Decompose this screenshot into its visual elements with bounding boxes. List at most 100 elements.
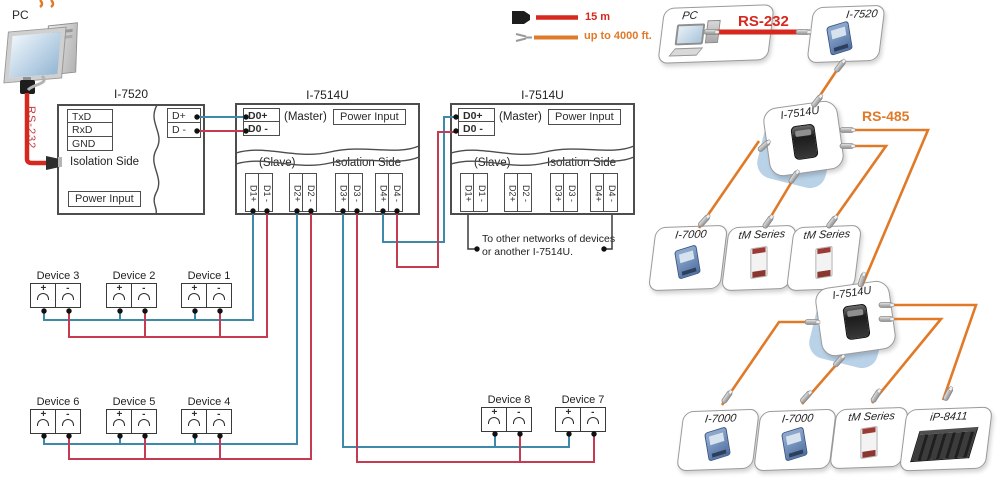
terminal-d4-minus: D4 - — [603, 173, 618, 212]
topology-i7000-card-2: I-7000 — [676, 408, 760, 472]
legend-red-cable-icon — [512, 11, 578, 24]
i7520-power-label: Power Input — [68, 191, 141, 207]
topology-rs232-label: RS-232 — [738, 13, 789, 30]
device-4: Device 4 +- — [181, 396, 235, 434]
tm-module-icon — [750, 245, 768, 280]
card-label: I-7000 — [781, 412, 815, 426]
i7520-module-icon — [826, 20, 853, 56]
m1-pair-d1: D1+ D1 - — [244, 173, 273, 212]
device-label: Device 1 — [187, 270, 231, 282]
plus-terminal: + — [565, 407, 572, 418]
m2-master-label: (Master) — [499, 111, 542, 123]
m2-pair-d1: D1+ D1 - — [459, 173, 488, 212]
m1-pair-d3: D3+ D3 - — [334, 173, 363, 212]
plus-terminal: + — [491, 407, 498, 418]
topology-hub2-label: I-7514U — [831, 284, 873, 302]
topology-tm-card-3: tM Series — [829, 406, 909, 470]
screw-terminal-icon — [37, 293, 50, 300]
hub-card: I-7514U — [761, 99, 846, 178]
plus-terminal: + — [40, 409, 47, 420]
terminal-d3-minus: D3 - — [563, 173, 578, 212]
ip8411-module-icon — [910, 426, 979, 463]
plus-terminal: + — [40, 283, 47, 294]
screw-terminal-icon — [212, 293, 225, 300]
minus-terminal: - — [217, 283, 221, 294]
minus-terminal: - — [142, 409, 146, 420]
terminal-d0-plus: D0+ — [243, 107, 280, 123]
terminal-d3-minus: D3 - — [348, 173, 363, 212]
device-1: Device 1 + - — [181, 270, 235, 308]
minus-terminal: - — [591, 407, 595, 418]
m2-pair-d4: D4+ D4 - — [589, 173, 618, 212]
card-label: tM Series — [847, 410, 896, 424]
screw-terminal-icon — [212, 419, 225, 426]
rs232-vertical-label: RS-232 — [25, 106, 37, 150]
card-label: iP-8411 — [929, 410, 969, 424]
terminal-d2-minus: D2 - — [517, 173, 532, 212]
topology-i7000-card-3: I-7000 — [753, 408, 837, 472]
screw-terminal-icon — [488, 417, 501, 424]
i7514u-module-icon — [790, 123, 819, 161]
pc-label: PC — [12, 8, 29, 22]
card-label: I-7000 — [704, 412, 738, 426]
device-label: Device 8 — [487, 394, 531, 406]
topology-tm-card-2: tM Series — [785, 224, 863, 292]
terminal-d0-minus: D0 - — [458, 121, 495, 136]
m1-slave-label: (Slave) — [259, 157, 296, 169]
legend-red-cable-length: 15 m — [585, 11, 611, 23]
m1-master-label: (Master) — [284, 111, 327, 123]
m2-slave-label: (Slave) — [474, 157, 511, 169]
device-5: Device 5 + - — [106, 396, 160, 434]
plus-terminal: + — [191, 409, 198, 420]
tm-module-icon — [860, 425, 878, 460]
m1-isolation-label: Isolation Side — [332, 157, 402, 169]
device-label: Device 7 — [561, 394, 605, 406]
topology-ip8411-card: iP-8411 — [898, 406, 994, 472]
terminal-d2-minus: D2 - — [302, 173, 317, 212]
mini-monitor-icon — [674, 23, 706, 46]
screw-terminal-icon — [37, 419, 50, 426]
topology-i7520-label: I-7520 — [845, 8, 879, 22]
note-line2: or another I-7514U. — [482, 246, 574, 258]
screw-terminal-icon — [188, 293, 201, 300]
mini-tower-icon — [704, 19, 721, 44]
plus-terminal: + — [191, 283, 198, 294]
mini-keyboard-icon — [668, 47, 704, 57]
legend-orange-cable-icon — [515, 33, 578, 42]
legend-orange-cable-length: up to 4000 ft. — [584, 30, 652, 42]
rs232-plug-icon — [20, 77, 35, 94]
m2-power-label: Power Input — [548, 109, 621, 125]
device-label: Device 5 — [112, 396, 156, 408]
device-7: Device 7 + - — [555, 394, 609, 432]
plus-terminal: + — [116, 409, 123, 420]
topology-i7520-card: I-7520 — [806, 4, 886, 64]
screw-terminal-icon — [61, 293, 74, 300]
device-8: Device 8 + - — [481, 394, 535, 432]
screw-terminal-icon — [586, 417, 599, 424]
card-label: tM Series — [737, 228, 786, 242]
topology-hub2: I-7514U — [805, 279, 898, 372]
terminal-d1-minus: D1 - — [258, 173, 273, 212]
device-3: Device 3 + - — [30, 270, 84, 308]
hub-card: I-7514U — [813, 279, 898, 358]
m2-d0-terminals: D0+ D0 - — [458, 107, 495, 136]
screw-terminal-icon — [113, 293, 126, 300]
screw-terminal-icon — [188, 419, 201, 426]
minus-terminal: - — [66, 283, 70, 294]
device-6: Device 6 +- — [30, 396, 84, 434]
m1-pair-d4: D4+ D4 - — [374, 173, 403, 212]
topology-i7000-card-1: I-7000 — [647, 224, 729, 292]
screw-terminal-icon — [512, 417, 525, 424]
topology-tm-card-1: tM Series — [720, 224, 798, 292]
m2-isolation-label: Isolation Side — [547, 157, 617, 169]
note-line1: To other networks of devices — [482, 233, 616, 245]
i7520-right-terminals: D+ D - — [167, 107, 201, 138]
device-label: Device 3 — [36, 270, 80, 282]
minus-terminal: - — [517, 407, 521, 418]
m1-pair-d2: D2+ D2 - — [288, 173, 317, 212]
cropped-title-fragment — [39, 0, 55, 8]
tm-module-icon — [815, 245, 833, 280]
plus-terminal: + — [116, 283, 123, 294]
minus-terminal: - — [142, 283, 146, 294]
screw-terminal-icon — [113, 419, 126, 426]
